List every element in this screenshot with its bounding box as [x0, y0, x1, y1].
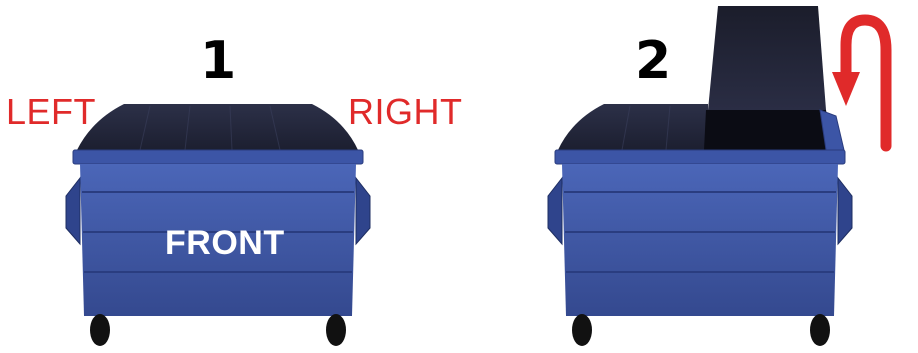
- label-left: LEFT: [6, 91, 97, 132]
- dumpster-2-left-bracket: [547, 176, 563, 246]
- dumpster-2-lid-left: [558, 104, 708, 150]
- label-front: FRONT: [165, 224, 285, 262]
- dumpster-2-wheel-left: [572, 314, 592, 346]
- dumpster-2-right-bracket: [837, 176, 853, 246]
- step-number-2: 2: [635, 31, 672, 91]
- dumpster-closed: [65, 104, 371, 346]
- step-number-1: 1: [200, 31, 237, 91]
- label-right: RIGHT: [348, 91, 463, 132]
- dumpster-2-wheel-right: [810, 314, 830, 346]
- dumpster-1-left-bracket: [65, 176, 81, 246]
- dumpster-1-lid: [77, 104, 358, 150]
- dumpster-1-body: [80, 164, 356, 316]
- dumpster-1-wheel-left: [90, 314, 110, 346]
- dumpster-2-body: [562, 164, 838, 316]
- dumpster-1-wheel-right: [326, 314, 346, 346]
- dumpster-open: [547, 6, 853, 346]
- curved-arrow-icon: [832, 14, 892, 152]
- dumpster-2-lid-open: [708, 6, 826, 110]
- dumpster-1-right-bracket: [355, 176, 371, 246]
- dumpster-2-rim: [554, 149, 846, 165]
- dumpster-1-rim: [72, 149, 364, 165]
- dumpster-2-interior: [704, 110, 834, 150]
